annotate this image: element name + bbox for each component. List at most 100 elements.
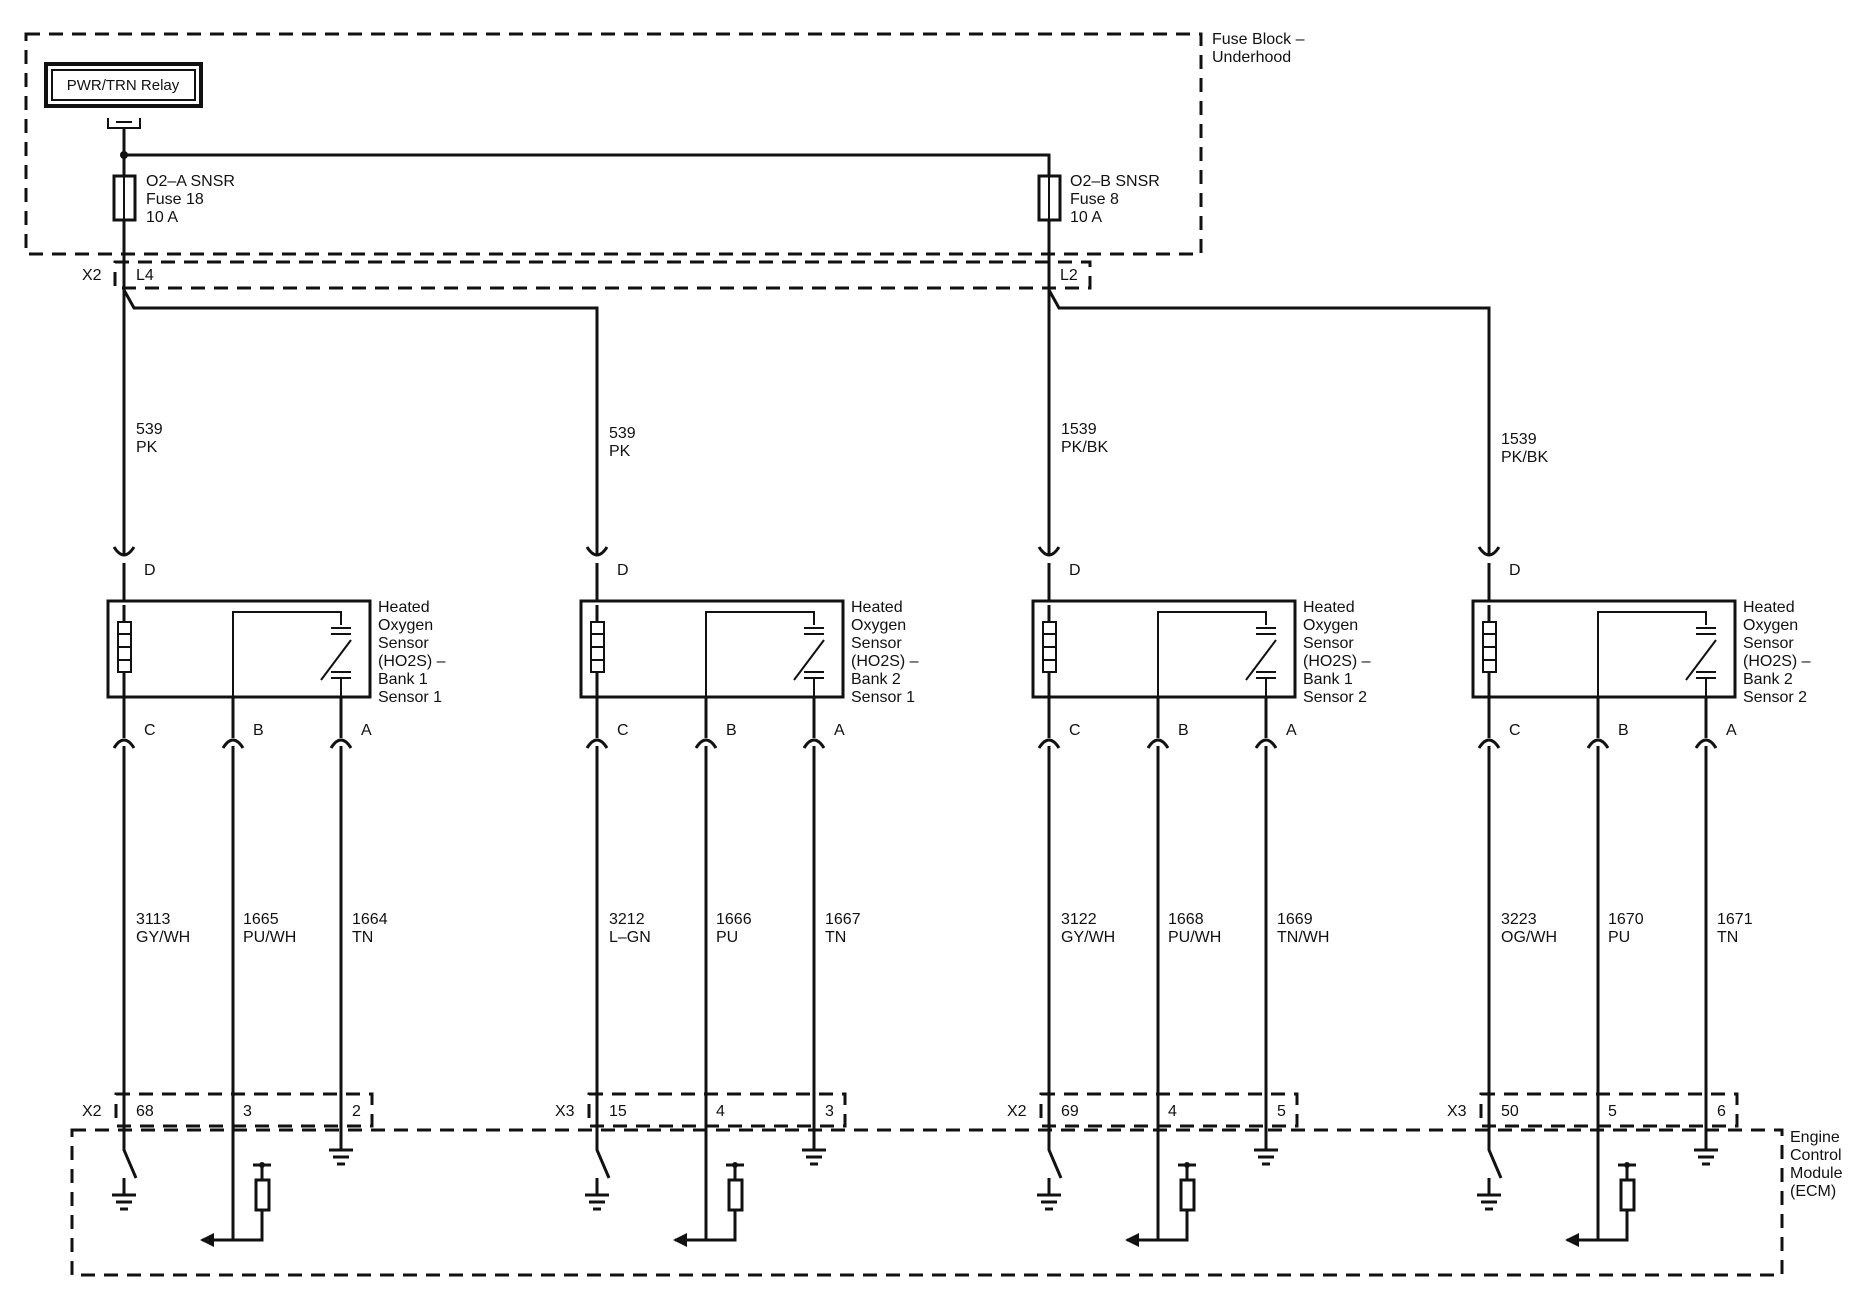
pin-b-label: B bbox=[726, 722, 737, 739]
pin-b-label: B bbox=[1178, 722, 1189, 739]
bus-wire bbox=[124, 153, 1051, 176]
ecm-connector-boundary bbox=[587, 1092, 847, 1128]
sensor-name-5: Bank 1 bbox=[378, 671, 428, 688]
ecm-connector-label: X2 bbox=[82, 1103, 102, 1120]
wire-b-color: PU bbox=[1608, 929, 1630, 946]
pin-b-label: B bbox=[253, 722, 264, 739]
ecm-pin-c: 50 bbox=[1501, 1103, 1519, 1120]
oxygen-cell-icon bbox=[1685, 627, 1717, 681]
ecm-pin-c: 69 bbox=[1061, 1103, 1079, 1120]
wire-a-circuit: 1664 bbox=[352, 911, 388, 928]
sensor-bank2-sensor1: D Heated Oxygen Sensor (HO2S) – Bank 2 S… bbox=[555, 425, 919, 1247]
sensor-name-6: Sensor 1 bbox=[378, 689, 442, 706]
sensor-name-2: Oxygen bbox=[378, 617, 433, 634]
wire-a-color: TN/WH bbox=[1277, 929, 1329, 946]
pin-b-label: B bbox=[1618, 722, 1629, 739]
ecm-switch-icon bbox=[595, 1125, 611, 1195]
wire-b-circuit: 1670 bbox=[1608, 911, 1644, 928]
reference-arrow-icon bbox=[1567, 1210, 1629, 1242]
wire-c-circuit: 3113 bbox=[136, 911, 171, 928]
reference-arrow-icon bbox=[202, 1210, 264, 1242]
ground-icon bbox=[585, 1193, 609, 1211]
sensor-name-3: Sensor bbox=[1303, 635, 1354, 652]
top-connector-pin-l2: L2 bbox=[1060, 267, 1078, 284]
sensor-name-6: Sensor 2 bbox=[1743, 689, 1807, 706]
sensor-name-4: (HO2S) – bbox=[1743, 653, 1811, 670]
ecm-connector-label: X3 bbox=[1447, 1103, 1467, 1120]
top-connector-pin-l4: L4 bbox=[136, 267, 154, 284]
pin-c-label: C bbox=[617, 722, 629, 739]
sensor-name-2: Oxygen bbox=[1303, 617, 1358, 634]
ecm-connector-label: X3 bbox=[555, 1103, 575, 1120]
sensor-name-2: Oxygen bbox=[1743, 617, 1798, 634]
ecm-pin-c: 15 bbox=[609, 1103, 627, 1120]
sensor-name-1: Heated bbox=[851, 599, 903, 616]
resistor-icon bbox=[254, 1178, 271, 1212]
wire-a-circuit: 1671 bbox=[1717, 911, 1753, 928]
ecm-label-1: Engine bbox=[1790, 1129, 1840, 1146]
ecm-pin-a: 2 bbox=[352, 1103, 361, 1120]
sensor-body bbox=[1031, 599, 1297, 699]
sensor-pin-d-label: D bbox=[617, 562, 629, 579]
relay-label: PWR/TRN Relay bbox=[67, 77, 180, 94]
sensor-name-6: Sensor 1 bbox=[851, 689, 915, 706]
wire-a-color: TN bbox=[1717, 929, 1738, 946]
ecm-pin-b: 3 bbox=[243, 1103, 252, 1120]
fuse-18-label-2: Fuse 18 bbox=[146, 191, 204, 208]
wire-c-circuit: 3223 bbox=[1501, 911, 1537, 928]
feed-color: PK bbox=[136, 439, 158, 456]
pin-a-label: A bbox=[834, 722, 845, 739]
wire-a-color: TN bbox=[825, 929, 846, 946]
wire-a-color: TN bbox=[352, 929, 373, 946]
ecm-connector-boundary bbox=[1039, 1092, 1299, 1128]
resistor-icon bbox=[727, 1178, 744, 1212]
wire-b-circuit: 1666 bbox=[716, 911, 752, 928]
sensor-name-5: Bank 1 bbox=[1303, 671, 1353, 688]
fuse-block-boundary bbox=[24, 32, 1203, 256]
fuse-8-label-1: O2–B SNSR bbox=[1070, 173, 1160, 190]
feed-circuit: 1539 bbox=[1501, 431, 1537, 448]
ground-icon bbox=[329, 1135, 353, 1166]
sensor-bank2-sensor2: D Heated Oxygen Sensor (HO2S) – Bank 2 S… bbox=[1447, 431, 1811, 1247]
ecm-pin-c: 68 bbox=[136, 1103, 154, 1120]
sensor-name-1: Heated bbox=[378, 599, 430, 616]
top-connector-x2-label: X2 bbox=[82, 267, 102, 284]
sensor-name-3: Sensor bbox=[1743, 635, 1794, 652]
pin-a-label: A bbox=[1286, 722, 1297, 739]
wire-c-color: L–GN bbox=[609, 929, 651, 946]
ecm-pin-b: 4 bbox=[1168, 1103, 1177, 1120]
ground-icon bbox=[1037, 1193, 1061, 1211]
feed-color: PK bbox=[609, 443, 631, 460]
fuse-18-label-3: 10 A bbox=[146, 209, 178, 226]
resistor-icon bbox=[1619, 1178, 1636, 1212]
ecm-label-4: (ECM) bbox=[1790, 1183, 1836, 1200]
sensor-name-4: (HO2S) – bbox=[378, 653, 446, 670]
relay-contact-icon bbox=[107, 118, 141, 129]
bank2-sensor2-feed-wire bbox=[1047, 289, 1491, 540]
sensor-pin-d-label: D bbox=[1069, 562, 1081, 579]
wire-c-circuit: 3212 bbox=[609, 911, 645, 928]
sensor-name-1: Heated bbox=[1303, 599, 1355, 616]
ecm-switch-icon bbox=[122, 1125, 138, 1195]
reference-arrow-icon bbox=[1127, 1210, 1189, 1242]
sensor-signal-wire bbox=[1597, 611, 1707, 697]
wire-c-color: OG/WH bbox=[1501, 929, 1557, 946]
wire-b-color: PU/WH bbox=[243, 929, 296, 946]
ecm-connector-label: X2 bbox=[1007, 1103, 1027, 1120]
resistor-icon bbox=[1179, 1178, 1196, 1212]
ecm-pin-a: 5 bbox=[1277, 1103, 1286, 1120]
ecm-pin-a: 6 bbox=[1717, 1103, 1726, 1120]
relay-box-inner bbox=[51, 69, 196, 101]
feed-circuit: 1539 bbox=[1061, 421, 1097, 438]
wire-c-circuit: 3122 bbox=[1061, 911, 1097, 928]
ground-icon bbox=[1694, 1135, 1718, 1166]
reference-arrow-icon bbox=[675, 1210, 737, 1242]
wire-b-circuit: 1668 bbox=[1168, 911, 1204, 928]
ecm-pin-a: 3 bbox=[825, 1103, 834, 1120]
sensor-name-5: Bank 2 bbox=[851, 671, 901, 688]
sensor-bank1-sensor2: D Heated Oxygen Sensor (HO2S) – Bank 1 S… bbox=[1007, 421, 1371, 1247]
ecm-pin-b: 5 bbox=[1608, 1103, 1617, 1120]
pin-c-label: C bbox=[144, 722, 156, 739]
sensor-name-3: Sensor bbox=[851, 635, 902, 652]
